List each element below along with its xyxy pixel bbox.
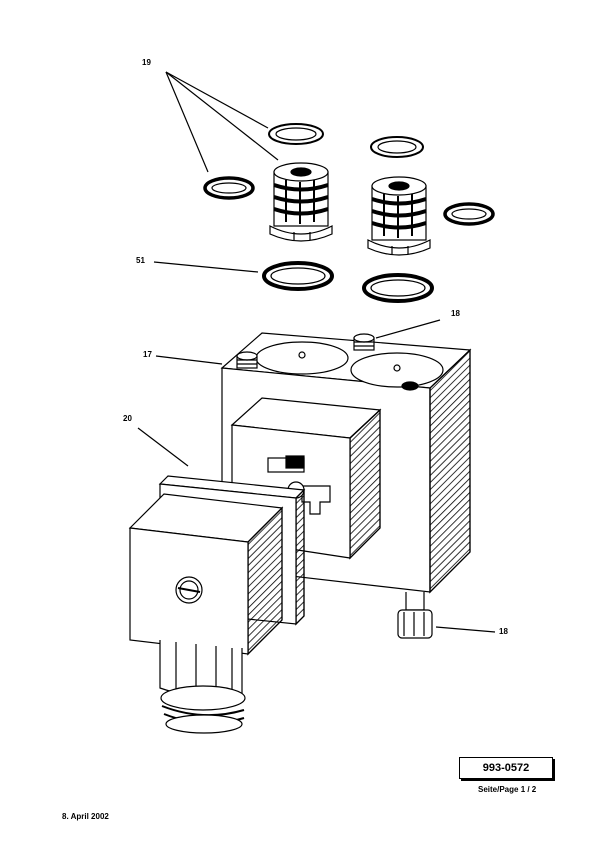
callout-18-bottom: 18 [499, 627, 508, 636]
callout-51: 51 [136, 256, 145, 265]
date-label: 8. April 2002 [62, 812, 109, 821]
callout-20: 20 [123, 414, 132, 423]
o-ring-small-right [443, 202, 495, 226]
plug-connector [128, 475, 306, 734]
o-ring-small-left [203, 176, 255, 200]
o-ring-large-left [262, 261, 334, 291]
leader-lines [137, 71, 496, 633]
o-ring-large-right [362, 273, 434, 303]
page-indicator: Seite/Page 1 / 2 [478, 785, 537, 794]
callout-17: 17 [143, 350, 152, 359]
valve-cartridge-right [367, 176, 431, 256]
o-ring-small-top-left [268, 123, 324, 145]
callout-19: 19 [142, 58, 151, 67]
drawing-number-box: 993-0572 [459, 757, 553, 779]
o-ring-small-top-right [370, 136, 424, 158]
valve-cartridge-left [269, 162, 333, 242]
callout-18-top: 18 [451, 309, 460, 318]
